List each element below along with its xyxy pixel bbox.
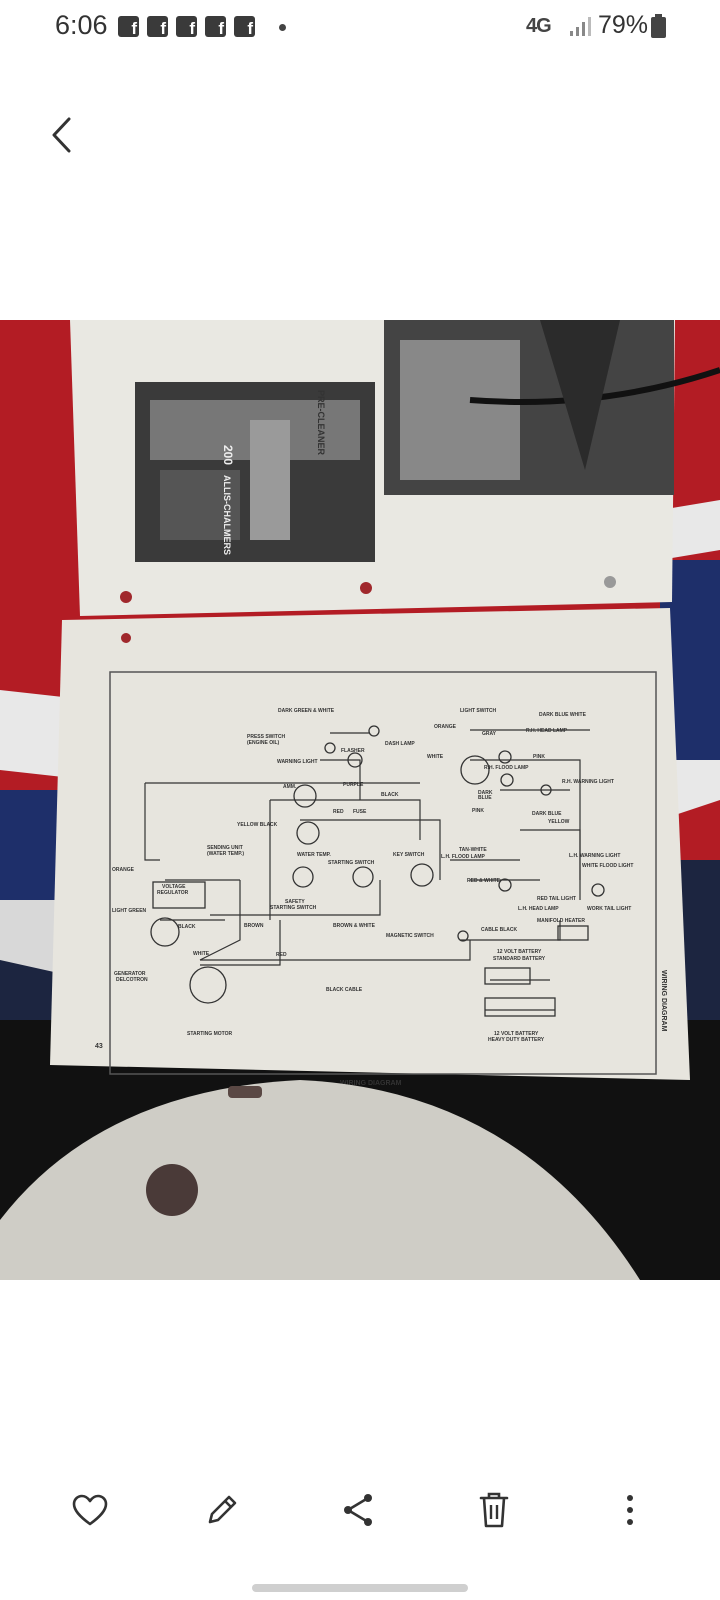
diagram-label: RED: [276, 952, 287, 958]
diagram-label: ORANGE: [112, 867, 135, 873]
diagram-label: STARTING MOTOR: [187, 1031, 232, 1037]
diagram-label: MANIFOLD HEATER: [537, 918, 585, 924]
diagram-label: LIGHT SWITCH: [460, 708, 496, 714]
diagram-label: YELLOW BLACK: [237, 822, 278, 828]
more-notifications-dot-icon: [279, 24, 286, 31]
diagram-label: KEY SWITCH: [393, 852, 425, 858]
edit-button[interactable]: [192, 1480, 252, 1540]
diagram-label: WHITE: [427, 754, 444, 760]
diagram-label: (WATER TEMP.): [207, 851, 244, 857]
trash-icon: [479, 1492, 509, 1528]
facebook-notification-icon: f: [176, 16, 197, 37]
diagram-label: L.H. WARNING LIGHT: [569, 853, 620, 859]
diagram-label: TAN-WHITE: [459, 847, 487, 853]
status-time: 6:06: [55, 10, 108, 40]
diagram-title: WIRING DIAGRAM: [340, 1080, 402, 1087]
diagram-label: GENERATOR: [114, 971, 146, 977]
diagram-label: WARNING LIGHT: [277, 759, 318, 765]
pre-cleaner-caption: PRE-CLEANER: [316, 390, 326, 456]
diagram-label: LIGHT GREEN: [112, 908, 147, 914]
diagram-label: WATER TEMP.: [297, 852, 331, 858]
diagram-label: L.H. HEAD LAMP: [518, 906, 559, 912]
diagram-label: BROWN & WHITE: [333, 923, 376, 929]
diagram-label: MAGNETIC SWITCH: [386, 933, 434, 939]
share-icon: [344, 1494, 372, 1526]
navigation-gesture-handle[interactable]: [252, 1584, 468, 1592]
delete-button[interactable]: [464, 1480, 524, 1540]
diagram-label: 12 VOLT BATTERY: [494, 1031, 539, 1037]
status-bar: 6:06 f f f f f 4G 79%: [0, 0, 720, 56]
back-arrow-icon: [52, 117, 71, 153]
diagram-label: SENDING UNIT: [207, 845, 243, 851]
favorite-button[interactable]: [60, 1480, 120, 1540]
facebook-notification-icon: f: [118, 16, 139, 37]
tractor-brand-text: ALLIS-CHALMERS: [222, 475, 232, 555]
more-options-button[interactable]: [600, 1480, 660, 1540]
tractor-model-number: 200: [221, 445, 235, 465]
diagram-label: PINK: [533, 754, 545, 760]
diagram-label: BLUE: [478, 795, 492, 801]
diagram-label: ORANGE: [434, 724, 457, 730]
diagram-label: REGULATOR: [157, 890, 189, 896]
diagram-label: BLACK: [381, 792, 399, 798]
diagram-label: RED TAIL LIGHT: [537, 896, 576, 902]
diagram-label: DARK BLUE WHITE: [539, 712, 587, 718]
diagram-label: 12 VOLT BATTERY: [497, 949, 542, 955]
diagram-label: STANDARD BATTERY: [493, 956, 546, 962]
diagram-label: VOLTAGE: [162, 884, 186, 890]
battery-icon: [651, 14, 666, 38]
diagram-label: BROWN: [244, 923, 264, 929]
facebook-notification-icon: f: [234, 16, 255, 37]
back-button[interactable]: [40, 110, 84, 160]
diagram-label: DASH LAMP: [385, 741, 415, 747]
diagram-label: FUSE: [353, 809, 367, 815]
diagram-label: PURPLE: [343, 782, 364, 788]
diagram-label: WHITE FLOOD LIGHT: [582, 863, 633, 869]
diagram-label: SAFETY: [285, 899, 305, 905]
facebook-notification-icon: f: [205, 16, 226, 37]
diagram-components: [150, 725, 605, 1017]
diagram-label: HEAVY DUTY BATTERY: [488, 1037, 545, 1043]
more-vertical-icon: [627, 1495, 633, 1525]
diagram-label: PRESS SWITCH: [247, 734, 285, 740]
diagram-label: BLACK: [178, 924, 196, 930]
diagram-label: R.H. WARNING LIGHT: [562, 779, 614, 785]
diagram-label: L.H. FLOOD LAMP: [441, 854, 486, 860]
diagram-label: STARTING SWITCH: [328, 860, 375, 866]
diagram-label: WHITE: [193, 951, 210, 957]
diagram-label: R.H. FLOOD LAMP: [484, 765, 529, 771]
diagram-label: FLASHER: [341, 748, 365, 754]
diagram-label: BLACK CABLE: [326, 987, 363, 993]
bottom-toolbar: [0, 1480, 720, 1560]
diagram-label: RED: [333, 809, 344, 815]
diagram-label: DELCOTRON: [116, 977, 148, 983]
battery-percentage: 79%: [598, 11, 649, 39]
photo-viewer-image[interactable]: PRE-CLEANER 200 ALLIS-CHALMERS 43 WIRING…: [0, 320, 720, 1280]
diagram-label: CABLE BLACK: [481, 927, 517, 933]
diagram-label: PINK: [472, 808, 484, 814]
facebook-notification-icon: f: [147, 16, 168, 37]
diagram-label: WORK TAIL LIGHT: [587, 906, 631, 912]
diagram-labels: DARK GREEN & WHITE PRESS SWITCH (ENGINE …: [112, 708, 633, 1043]
diagram-label: YELLOW: [548, 819, 570, 825]
share-button[interactable]: [328, 1480, 388, 1540]
pencil-icon: [208, 1495, 237, 1524]
diagram-label: GRAY: [482, 731, 497, 737]
diagram-label: (ENGINE OIL): [247, 740, 280, 746]
diagram-label: STARTING SWITCH: [270, 905, 317, 911]
diagram-label: DARK GREEN & WHITE: [278, 708, 335, 714]
diagram-label: DARK BLUE: [532, 811, 562, 817]
diagram-label: AMM.: [283, 784, 297, 790]
heart-icon: [72, 1494, 108, 1526]
wiring-diagram-photo: PRE-CLEANER 200 ALLIS-CHALMERS 43 WIRING…: [0, 320, 720, 1280]
page-number: 43: [95, 1043, 103, 1050]
network-type: 4G: [526, 15, 552, 37]
signal-strength-icon: [570, 17, 591, 36]
diagram-label: RED & WHITE: [467, 878, 501, 884]
wiring-lines: [144, 729, 590, 1011]
diagram-side-title: WIRING DIAGRAM: [660, 970, 667, 1032]
notification-icons: f f f f f: [118, 16, 255, 37]
diagram-label: R.H. HEAD LAMP: [526, 728, 568, 734]
diagram-label: DARK: [478, 790, 493, 796]
